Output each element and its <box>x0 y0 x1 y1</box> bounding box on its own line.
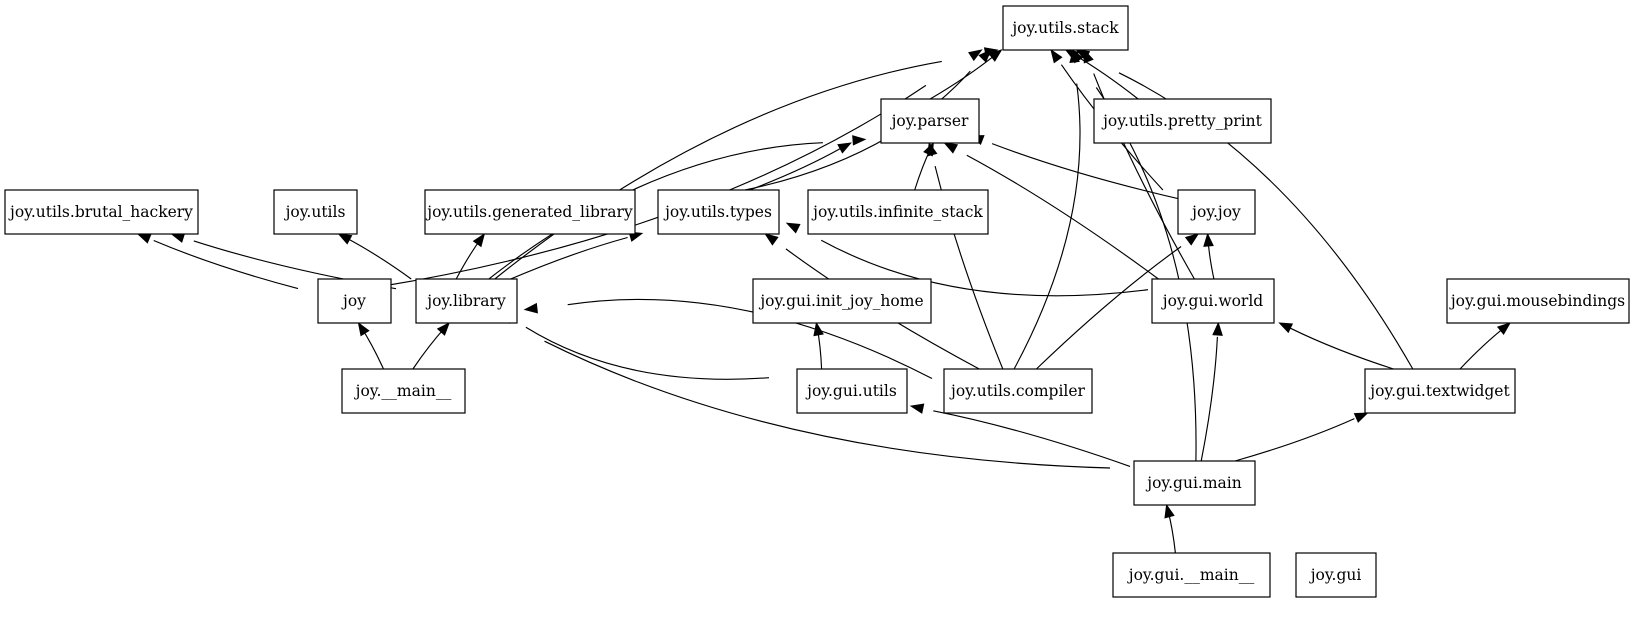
dependency-edge <box>1234 412 1369 462</box>
graph-node-joy-gui-mousebindings[interactable]: joy.gui.mousebindings <box>1446 278 1630 324</box>
graph-node-joy-utils-infinite-stack[interactable]: joy.utils.infinite_stack <box>807 189 989 235</box>
graph-node-joy-utils-compiler[interactable]: joy.utils.compiler <box>943 368 1093 414</box>
dependency-edge <box>337 233 412 280</box>
dependency-edge <box>357 321 385 370</box>
node-label: joy.gui.utils <box>805 382 897 400</box>
graph-node-joy-gui-world[interactable]: joy.gui.world <box>1151 278 1275 324</box>
dependency-edge <box>494 47 999 280</box>
graph-node-joy-utils-pretty-print[interactable]: joy.utils.pretty_print <box>1093 98 1272 144</box>
dependency-edge <box>412 321 451 370</box>
node-label: joy.gui.__main__ <box>1127 566 1255 584</box>
dependency-edge <box>499 312 770 380</box>
node-label: joy.utils.types <box>663 203 772 221</box>
node-label: joy.utils.brutal_hackery <box>8 203 193 221</box>
graph-node-joy[interactable]: joy <box>317 278 392 324</box>
graph-node-joy-gui-utils[interactable]: joy.gui.utils <box>796 368 908 414</box>
graph-node-joy-utils-stack[interactable]: joy.utils.stack <box>1002 5 1129 51</box>
graph-node-joy-library[interactable]: joy.library <box>415 278 518 324</box>
dependency-edge <box>1459 322 1512 370</box>
node-label: joy.gui <box>1309 566 1362 584</box>
node-label: joy.gui.textwidget <box>1368 382 1510 400</box>
graph-node-joy-main[interactable]: joy.__main__ <box>341 368 466 414</box>
dependency-edge <box>785 222 1149 297</box>
graph-node-joy-utils[interactable]: joy.utils <box>273 189 358 235</box>
node-label: joy.utils.stack <box>1010 19 1119 37</box>
node-label: joy.utils <box>284 203 346 221</box>
node-label: joy.gui.mousebindings <box>1449 292 1625 310</box>
node-label: joy.utils.compiler <box>949 382 1085 400</box>
graph-node-joy-joy[interactable]: joy.joy <box>1177 189 1256 235</box>
graph-node-joy-gui-main[interactable]: joy.gui.main <box>1133 460 1256 506</box>
node-label: joy.joy <box>1190 203 1241 221</box>
edges-layer <box>136 47 1512 554</box>
dependency-edge <box>484 135 867 283</box>
graph-node-joy-gui-textwidget[interactable]: joy.gui.textwidget <box>1364 368 1516 414</box>
node-label: joy.utils.pretty_print <box>1101 112 1263 130</box>
dependency-edge <box>813 321 824 370</box>
node-label: joy.utils.infinite_stack <box>811 203 983 221</box>
dependency-edge <box>1013 48 1081 370</box>
dependency-edge <box>943 142 1159 280</box>
dependency-edge <box>929 49 1003 100</box>
dependency-edge <box>1278 322 1394 370</box>
dependency-edge <box>749 142 852 191</box>
dependency-edge <box>744 48 992 191</box>
node-label: joy.gui.world <box>1161 292 1264 310</box>
node-label: joy.gui.init_joy_home <box>758 292 923 310</box>
dependency-edge <box>378 49 983 288</box>
dependency-edge <box>1075 49 1414 370</box>
graph-node-joy-utils-types[interactable]: joy.utils.types <box>657 189 780 235</box>
graph-node-joy-gui-init-joy-home[interactable]: joy.gui.init_joy_home <box>752 278 932 324</box>
dependency-edge <box>1036 233 1200 370</box>
dependency-edge <box>909 403 1131 467</box>
node-label: joy.parser <box>890 112 969 130</box>
dependency-edge <box>927 141 1004 370</box>
graph-node-joy-utils-brutal-hackery[interactable]: joy.utils.brutal_hackery <box>4 189 199 235</box>
node-label: joy.__main__ <box>354 382 452 400</box>
dependency-edge <box>1200 321 1223 462</box>
dependency-edge <box>1203 232 1215 280</box>
graph-node-joy-gui[interactable]: joy.gui <box>1295 552 1377 598</box>
dependency-edge <box>523 298 933 380</box>
graph-node-joy-parser[interactable]: joy.parser <box>880 98 980 144</box>
node-label: joy <box>341 292 366 310</box>
nodes-layer: joy.utils.stack joy.parser joy.utils.prett… <box>4 5 1630 598</box>
node-label: joy.gui.main <box>1145 474 1241 492</box>
node-label: joy.utils.generated_library <box>425 203 633 221</box>
dependency-edge <box>136 233 299 290</box>
graph-node-joy-gui-main[interactable]: joy.gui.__main__ <box>1112 552 1271 598</box>
graph-node-joy-utils-generated-library[interactable]: joy.utils.generated_library <box>424 189 636 235</box>
dependency-edge <box>455 232 486 280</box>
dependency-edge <box>1164 503 1176 554</box>
node-label: joy.library <box>425 292 506 310</box>
